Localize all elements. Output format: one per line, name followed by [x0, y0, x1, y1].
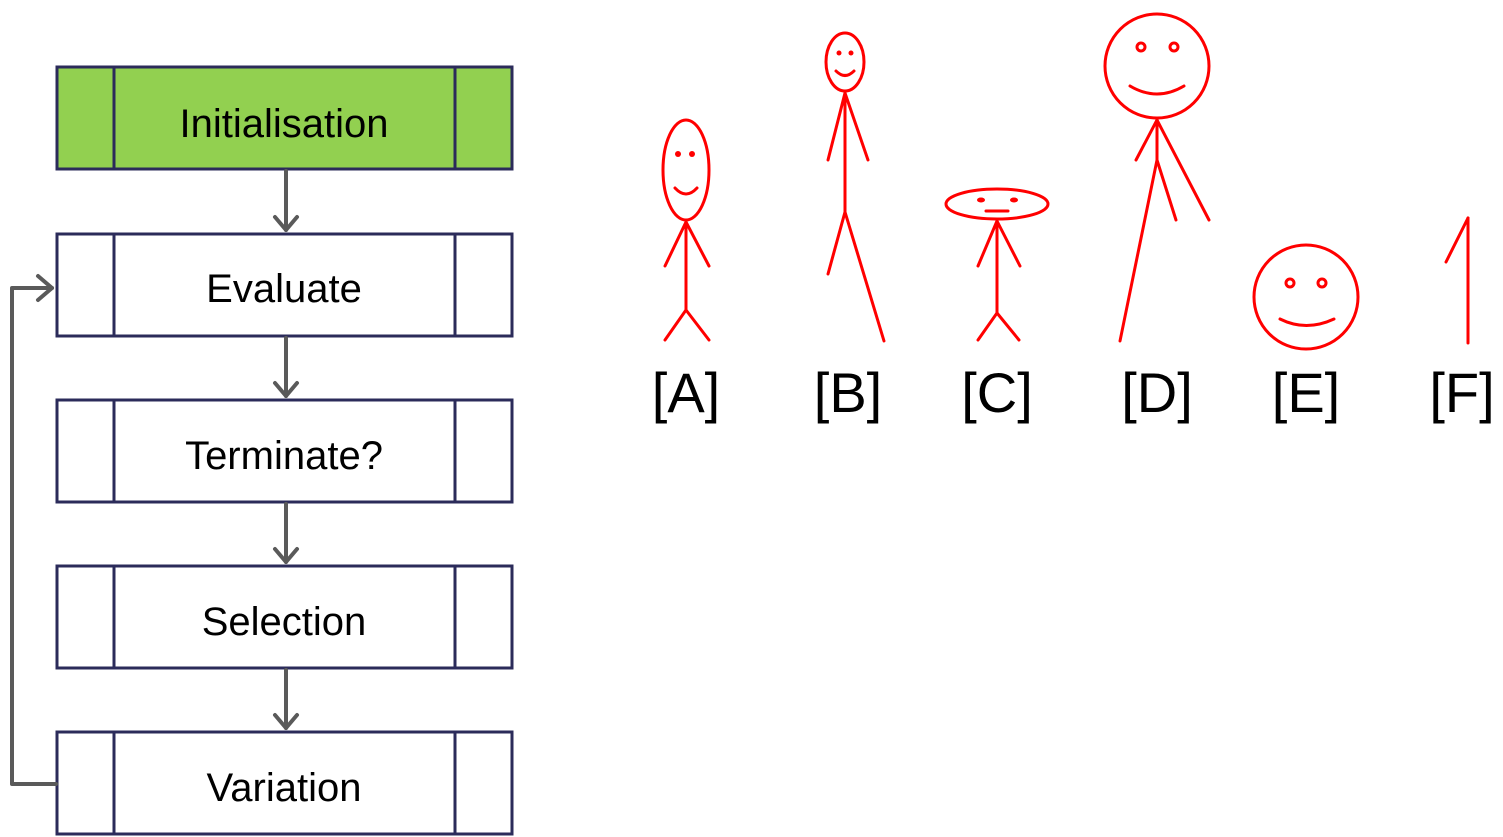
arrow-terminate-to-selection	[273, 502, 299, 564]
process-box-evaluate: Evaluate	[55, 232, 514, 338]
process-box-evaluate-frame	[55, 232, 514, 338]
process-label-terminate: Terminate?	[185, 434, 383, 478]
figure-label-b: [B]	[814, 361, 882, 424]
figure-label-e: [E]	[1272, 361, 1340, 424]
arrow-init-to-evaluate	[273, 169, 299, 232]
figure-label-c: [C]	[961, 361, 1033, 424]
stick-figures: [A] [B] [C]	[652, 12, 1495, 424]
arrow-loop-variation-to-evaluate	[10, 274, 58, 786]
process-box-variation-frame	[55, 730, 514, 836]
process-label-initialisation: Initialisation	[179, 102, 388, 146]
figure-e: [E]	[1252, 243, 1360, 424]
process-box-terminate: Terminate?	[55, 398, 514, 504]
arrow-evaluate-to-terminate	[273, 336, 299, 398]
figure-label-d: [D]	[1121, 361, 1193, 424]
process-box-initialisation-frame	[55, 65, 514, 171]
flowchart: Initialisation Evaluate Terminate? Selec…	[10, 65, 514, 836]
process-label-selection: Selection	[202, 600, 367, 644]
process-box-selection-frame	[55, 564, 514, 670]
figure-d: [D]	[1103, 12, 1211, 424]
figure-label-f: [F]	[1429, 361, 1494, 424]
process-label-variation: Variation	[207, 766, 362, 810]
arrow-selection-to-variation	[273, 668, 299, 730]
figure-b: [B]	[814, 31, 886, 424]
figure-a: [A]	[652, 118, 720, 424]
figure-c: [C]	[944, 187, 1050, 424]
figure-f: [F]	[1429, 216, 1495, 424]
process-box-terminate-frame	[55, 398, 514, 504]
process-box-initialisation: Initialisation	[55, 65, 514, 171]
process-label-evaluate: Evaluate	[206, 267, 362, 311]
figure-label-a: [A]	[652, 361, 720, 424]
process-box-selection: Selection	[55, 564, 514, 670]
process-box-variation: Variation	[55, 730, 514, 836]
